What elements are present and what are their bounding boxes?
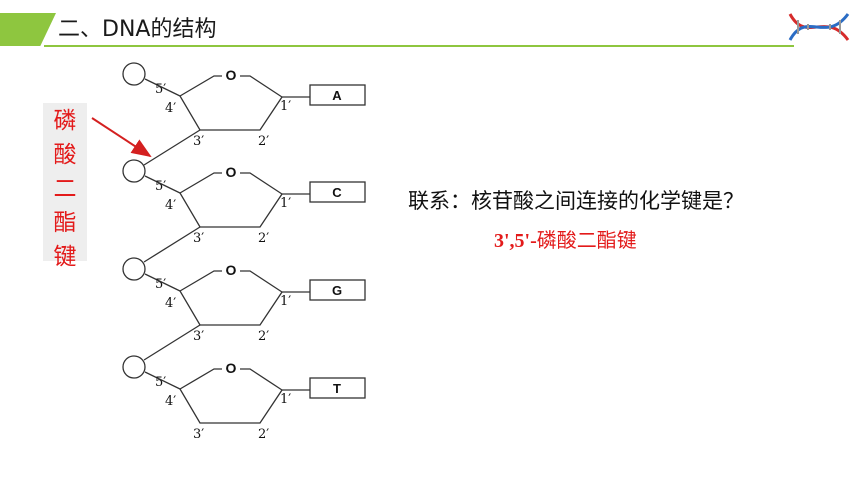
- carbon-3-label: 3′: [193, 231, 204, 246]
- phosphate-c5-bond: [144, 273, 181, 292]
- base-box: [309, 377, 366, 399]
- header-underline: [44, 45, 794, 47]
- answer-prefix: 3',5'-: [494, 230, 537, 252]
- carbon-3-label: 3′: [193, 134, 204, 149]
- carbon-1-label: 1′: [280, 196, 291, 211]
- carbon-5-label: 5′: [155, 277, 166, 292]
- base-label: G: [332, 283, 342, 298]
- ring-oxygen-bg: [222, 164, 240, 181]
- base-box: [309, 84, 366, 106]
- question-text: 联系：核苷酸之间连接的化学键是？: [408, 189, 744, 213]
- carbon-2-label: 2′: [258, 329, 269, 344]
- side-label-char: 二: [53, 176, 77, 202]
- carbon-4-label: 4′: [165, 296, 176, 311]
- phosphate-circle: [122, 159, 146, 183]
- carbon-3-label: 3′: [193, 427, 204, 442]
- carbon-5-label: 5′: [155, 82, 166, 97]
- carbon-2-label: 2′: [258, 134, 269, 149]
- phosphate-c5-bond: [144, 175, 181, 194]
- ring-oxygen-bg: [222, 67, 240, 84]
- carbon-3-label: 3′: [193, 329, 204, 344]
- deoxyribose-ring: [179, 368, 283, 424]
- carbon-1-label: 1′: [280, 99, 291, 114]
- base-label: C: [332, 185, 342, 200]
- ring-oxygen-label: O: [226, 164, 237, 180]
- base-label: T: [333, 381, 341, 396]
- deoxyribose-ring: [179, 270, 283, 326]
- carbon-4-label: 4′: [165, 198, 176, 213]
- deoxyribose-ring: [179, 172, 283, 228]
- carbon-4-label: 4′: [165, 394, 176, 409]
- phosphodiester-bond-line: [143, 324, 201, 361]
- ring-oxygen-label: O: [226, 67, 237, 83]
- phosphate-circle: [122, 257, 146, 281]
- base-box: [309, 181, 366, 203]
- ring-oxygen-bg: [222, 360, 240, 377]
- side-label-char: 酯: [53, 210, 77, 236]
- carbon-5-label: 5′: [155, 179, 166, 194]
- carbon-1-label: 1′: [280, 294, 291, 309]
- side-label-phosphodiester-bond: 磷 酸 二 酯 键: [43, 103, 87, 270]
- carbon-4-label: 4′: [165, 101, 176, 116]
- phosphate-c5-bond: [144, 78, 181, 97]
- carbon-2-label: 2′: [258, 427, 269, 442]
- carbon-5-label: 5′: [155, 375, 166, 390]
- phosphate-c5-bond: [144, 371, 181, 390]
- base-label: A: [332, 88, 342, 103]
- ring-oxygen-bg: [222, 262, 240, 279]
- dna-helix-logo-icon: [788, 13, 850, 41]
- phosphodiester-bond-line: [143, 129, 201, 166]
- side-label-char: 键: [53, 244, 77, 270]
- answer-bond: 磷酸二酯键: [536, 228, 637, 252]
- base-box: [309, 279, 366, 301]
- phosphodiester-bond-line: [143, 226, 201, 263]
- carbon-1-label: 1′: [280, 392, 291, 407]
- side-label-char: 酸: [53, 142, 77, 168]
- carbon-2-label: 2′: [258, 231, 269, 246]
- ring-oxygen-label: O: [226, 262, 237, 278]
- phosphate-circle: [122, 62, 146, 86]
- side-label-char: 磷: [53, 108, 77, 134]
- answer-text: 3',5'-磷酸二酯键: [494, 224, 637, 253]
- ring-oxygen-label: O: [226, 360, 237, 376]
- phosphodiester-arrow: [91, 117, 152, 158]
- slide-title: 二、DNA的结构: [58, 17, 217, 42]
- deoxyribose-ring: [179, 75, 283, 131]
- phosphate-circle: [122, 355, 146, 379]
